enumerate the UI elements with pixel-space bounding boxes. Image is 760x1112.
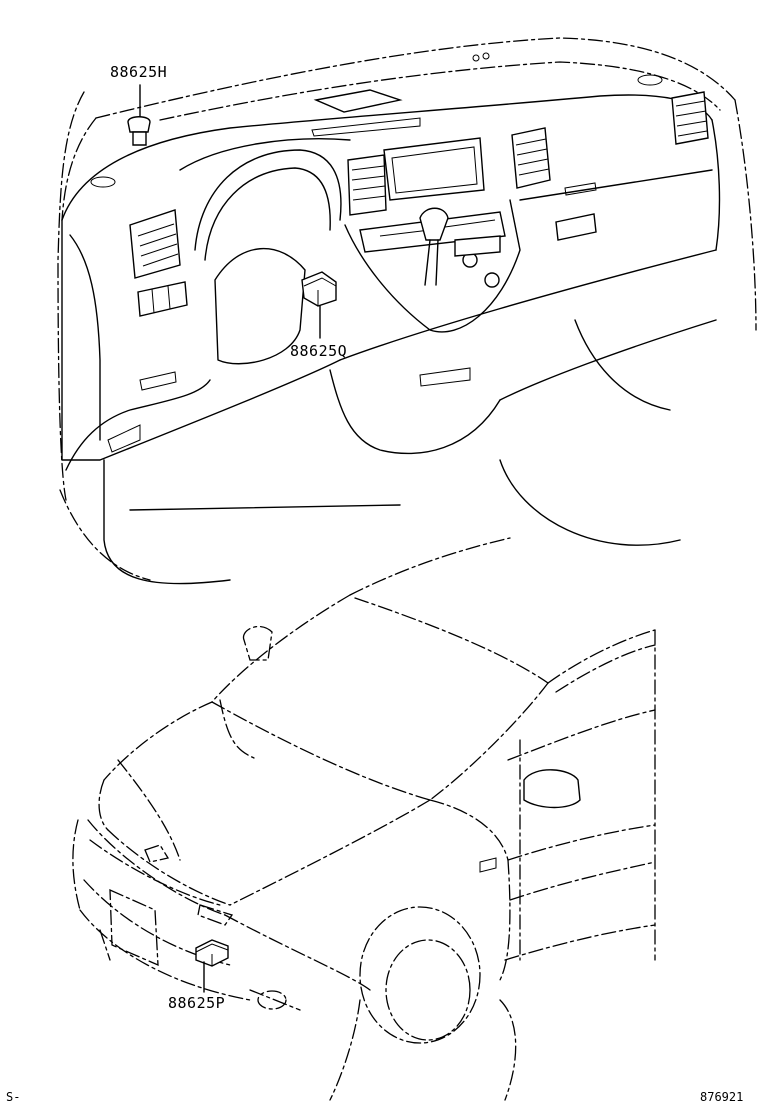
dashboard-illustration [57, 37, 757, 585]
sensor-88625q-icon [301, 271, 337, 339]
sensor-88625h-icon [127, 84, 151, 146]
sensor-88625p-icon [195, 939, 229, 993]
car-illustration [72, 537, 656, 1101]
callout-88625h: 88625H [110, 63, 168, 81]
callout-88625q: 88625Q [290, 342, 348, 360]
callout-88625p: 88625P [168, 994, 226, 1012]
footer-right-code: 876921 [700, 1090, 744, 1104]
footer-left-code: S- [6, 1090, 21, 1104]
